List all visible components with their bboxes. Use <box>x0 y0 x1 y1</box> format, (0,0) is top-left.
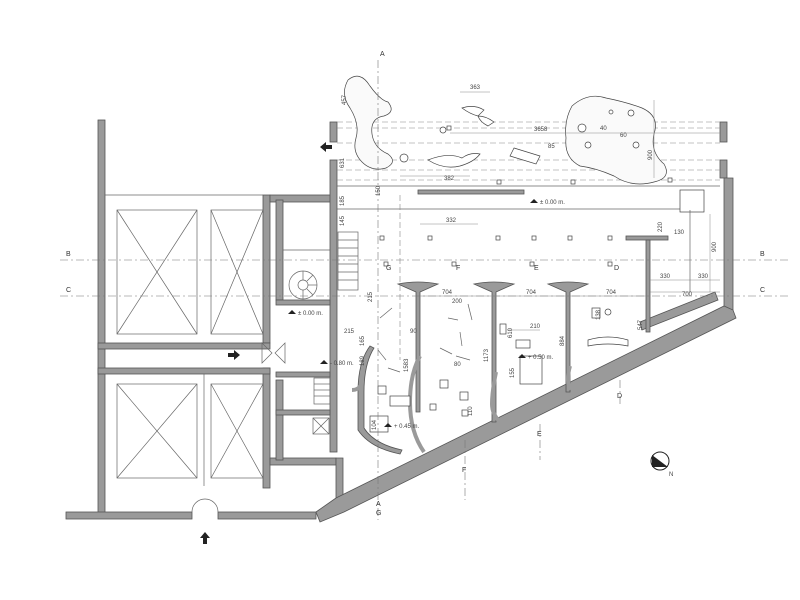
svg-text:± 0.00 m.: ± 0.00 m. <box>298 311 323 317</box>
svg-text:C: C <box>760 287 765 294</box>
display-items <box>369 303 629 433</box>
svg-text:90: 90 <box>410 329 417 335</box>
svg-text:G: G <box>386 265 391 272</box>
svg-text:D: D <box>614 265 619 272</box>
sculptures <box>344 75 667 185</box>
svg-text:185: 185 <box>340 195 346 206</box>
svg-text:A: A <box>380 51 385 58</box>
svg-text:3658: 3658 <box>534 127 548 133</box>
svg-text:900: 900 <box>712 241 718 252</box>
svg-text:± 0.00 m.: ± 0.00 m. <box>540 200 565 206</box>
left-rooms <box>105 194 264 486</box>
core-walls <box>275 121 338 461</box>
svg-text:457: 457 <box>342 94 348 105</box>
svg-text:1583: 1583 <box>404 358 410 372</box>
svg-text:155: 155 <box>510 367 516 378</box>
svg-text:N: N <box>669 472 673 478</box>
svg-text:704: 704 <box>606 290 617 296</box>
svg-text:215: 215 <box>344 329 355 335</box>
dimension-texts: 457 363 3658 382 631 150 85 900 185 145 … <box>340 85 718 430</box>
svg-text:332: 332 <box>446 218 457 224</box>
svg-text:1173: 1173 <box>484 348 490 362</box>
core-door <box>261 342 286 364</box>
svg-text:631: 631 <box>340 157 346 168</box>
svg-text:B: B <box>760 251 765 258</box>
svg-text:+ 0.50 m.: + 0.50 m. <box>528 355 554 361</box>
svg-text:363: 363 <box>470 85 481 91</box>
elevator-icon <box>312 417 330 435</box>
svg-text:200: 200 <box>452 299 463 305</box>
svg-text:110: 110 <box>468 406 474 416</box>
svg-text:382: 382 <box>444 176 455 182</box>
svg-text:F: F <box>456 265 460 272</box>
svg-text:130: 130 <box>674 230 685 236</box>
pillars <box>379 125 705 267</box>
svg-text:A: A <box>376 501 381 508</box>
gallery-walls <box>315 121 737 523</box>
svg-text:+ 0.45 m.: + 0.45 m. <box>394 424 420 430</box>
svg-text:138: 138 <box>596 309 602 320</box>
svg-text:547: 547 <box>638 319 644 330</box>
svg-text:220: 220 <box>658 221 664 232</box>
north-arrow-icon: N <box>650 451 673 478</box>
svg-text:B: B <box>66 251 71 258</box>
t-column <box>625 210 691 333</box>
entrance-arrow-icon <box>320 142 332 152</box>
left-wing-walls <box>65 119 337 520</box>
svg-text:704: 704 <box>442 290 453 296</box>
elevation-markers: ± 0.00 m. ± 0.00 m. - 0.80 m. + 0.50 m. … <box>288 199 565 430</box>
svg-text:150: 150 <box>376 185 382 196</box>
svg-text:60: 60 <box>620 133 627 139</box>
svg-text:40: 40 <box>600 126 607 132</box>
svg-text:C: C <box>66 287 71 294</box>
svg-text:E: E <box>537 431 542 438</box>
svg-text:165: 165 <box>360 335 366 346</box>
svg-text:210: 210 <box>530 324 541 330</box>
svg-text:145: 145 <box>340 215 346 226</box>
svg-text:704: 704 <box>526 290 537 296</box>
svg-text:330: 330 <box>698 274 709 280</box>
spiral-stair-icon <box>288 270 318 300</box>
svg-text:330: 330 <box>660 274 671 280</box>
svg-text:80: 80 <box>454 362 461 368</box>
svg-text:E: E <box>534 265 539 272</box>
svg-text:G: G <box>376 510 381 517</box>
svg-text:215: 215 <box>368 291 374 302</box>
svg-text:700: 700 <box>682 292 693 298</box>
svg-text:900: 900 <box>648 149 654 160</box>
svg-text:884: 884 <box>560 335 566 346</box>
entrance-arrow-icon <box>200 532 210 544</box>
svg-text:- 0.80 m.: - 0.80 m. <box>330 361 354 367</box>
svg-text:104: 104 <box>372 419 378 430</box>
dimension-lines <box>400 91 720 331</box>
straight-stair-icon <box>313 231 359 405</box>
svg-text:D: D <box>617 393 622 400</box>
entrance-arrow-icon <box>228 350 240 360</box>
section-labels: A A B B C C D E F G D E F G <box>66 51 765 517</box>
bottom-door <box>191 498 219 513</box>
svg-text:F: F <box>462 467 466 474</box>
svg-text:610: 610 <box>508 327 514 338</box>
svg-text:189: 189 <box>360 355 366 366</box>
svg-text:85: 85 <box>548 144 555 150</box>
